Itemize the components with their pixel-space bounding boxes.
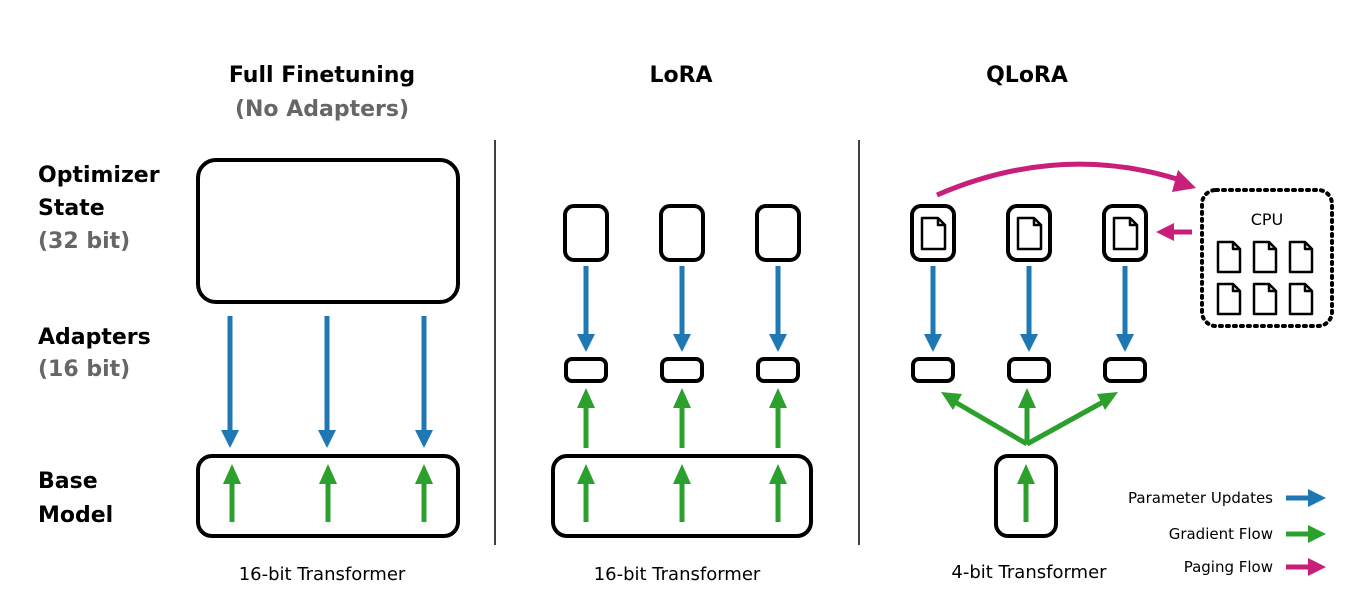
legend-blue-arrowhead [1308,489,1326,507]
qlora-optimizer-boxes [910,204,1148,262]
qlora-green-base-head [1017,464,1035,484]
ff-blue-arrowhead-3 [415,430,433,448]
cpu-label: CPU [1251,210,1284,229]
lora-optimizer-box-2 [659,204,705,262]
qlora-optimizer-box-3 [1102,204,1148,262]
qlora-blue-arrowhead-1 [924,334,942,352]
qlora-adapter-box-3 [1103,357,1147,383]
lora-optimizer-box-1 [563,204,609,262]
row-label-model: Model [38,503,113,528]
col-title-lora: LoRA [649,63,712,88]
row-label-adapters: Adapters [38,325,151,350]
legend-label-parameter-updates: Parameter Updates [1128,489,1273,507]
lora-blue-arrowhead-1 [577,334,595,352]
lora-gradient-arrows-to-adapters [577,388,787,448]
lora-green-uphead-2 [673,388,691,408]
qlora-parameter-update-arrows [924,266,1134,352]
ff-optimizer-state-box [196,158,460,304]
lora-adapter-box-2 [660,357,704,383]
qlora-blue-arrowhead-2 [1020,334,1038,352]
lora-green-basehead-3 [769,464,787,484]
qlora-paging-arc [936,161,1181,198]
row-label-adapters-bits: (16 bit) [38,357,130,382]
ff-blue-arrowhead-1 [221,430,239,448]
lora-adapter-box-1 [564,357,608,383]
qlora-page-icon-3 [1112,216,1139,251]
qlora-base-model-box [994,454,1058,538]
lora-optimizer-boxes [563,204,801,262]
lora-blue-arrowhead-2 [673,334,691,352]
qlora-green-fan-left [953,399,1029,447]
ff-parameter-update-arrows [221,316,433,448]
row-label-base: Base [38,469,98,494]
row-label-optimizer: Optimizer [38,163,160,188]
legend: Parameter Updates Gradient Flow Paging F… [1128,489,1326,576]
cpu-box: CPU [1200,188,1334,328]
cpu-page-icon-6 [1288,282,1314,316]
qlora-adapter-box-2 [1007,357,1051,383]
cpu-page-icon-2 [1252,240,1278,274]
cpu-page-icon-1 [1216,240,1242,274]
lora-adapter-box-3 [756,357,800,383]
qlora-adapter-box-1 [911,357,955,383]
ff-base-model-box [196,454,460,538]
lora-footer-label: 16-bit Transformer [594,564,761,585]
qlora-page-icon-2 [1016,216,1043,251]
ff-blue-arrowhead-2 [318,430,336,448]
col-title-qlora: QLoRA [986,63,1068,88]
legend-green-arrowhead [1308,525,1326,543]
legend-label-paging-flow: Paging Flow [1184,558,1273,576]
lora-blue-arrowhead-3 [769,334,787,352]
lora-green-basehead-1 [577,464,595,484]
lora-parameter-update-arrows [577,266,787,352]
ff-green-arrowhead-1 [223,464,241,484]
ff-gradient-arrows [223,464,433,522]
lora-base-model-box [551,454,813,538]
lora-gradient-arrows-base [577,464,787,522]
qlora-gradient-fan-arrows [941,388,1118,447]
lora-green-basehead-2 [673,464,691,484]
qlora-paging-return-head [1156,223,1174,241]
row-label-optimizer-bits: (32 bit) [38,229,130,254]
ff-green-arrowhead-2 [319,464,337,484]
lora-optimizer-box-3 [755,204,801,262]
legend-label-gradient-flow: Gradient Flow [1169,525,1273,543]
qlora-blue-arrowhead-3 [1116,334,1134,352]
lora-adapter-boxes [564,357,800,383]
qlora-paging-arc-head [1172,170,1196,192]
ff-green-arrowhead-3 [415,464,433,484]
cpu-page-icon-3 [1288,240,1314,274]
ff-footer-label: 16-bit Transformer [239,564,406,585]
lora-green-uphead-3 [769,388,787,408]
qlora-green-fan-center-head [1018,388,1036,408]
qlora-optimizer-box-1 [910,204,956,262]
cpu-page-icon-5 [1252,282,1278,316]
cpu-dotted-border [1200,188,1334,328]
row-label-state: State [38,196,105,221]
cpu-page-icon-4 [1216,282,1242,316]
qlora-green-fan-right-head [1097,392,1118,410]
qlora-adapter-boxes [911,357,1147,383]
lora-green-uphead-1 [577,388,595,408]
col-title-full-finetuning: Full Finetuning [229,63,415,88]
qlora-page-icon-1 [920,216,947,251]
qlora-optimizer-box-2 [1006,204,1052,262]
qlora-green-fan-left-head [941,392,962,410]
qlora-footer-label: 4-bit Transformer [951,562,1107,583]
legend-pink-arrowhead [1308,558,1326,576]
qlora-green-fan-right [1025,399,1105,447]
col-subtitle-no-adapters: (No Adapters) [235,97,409,122]
